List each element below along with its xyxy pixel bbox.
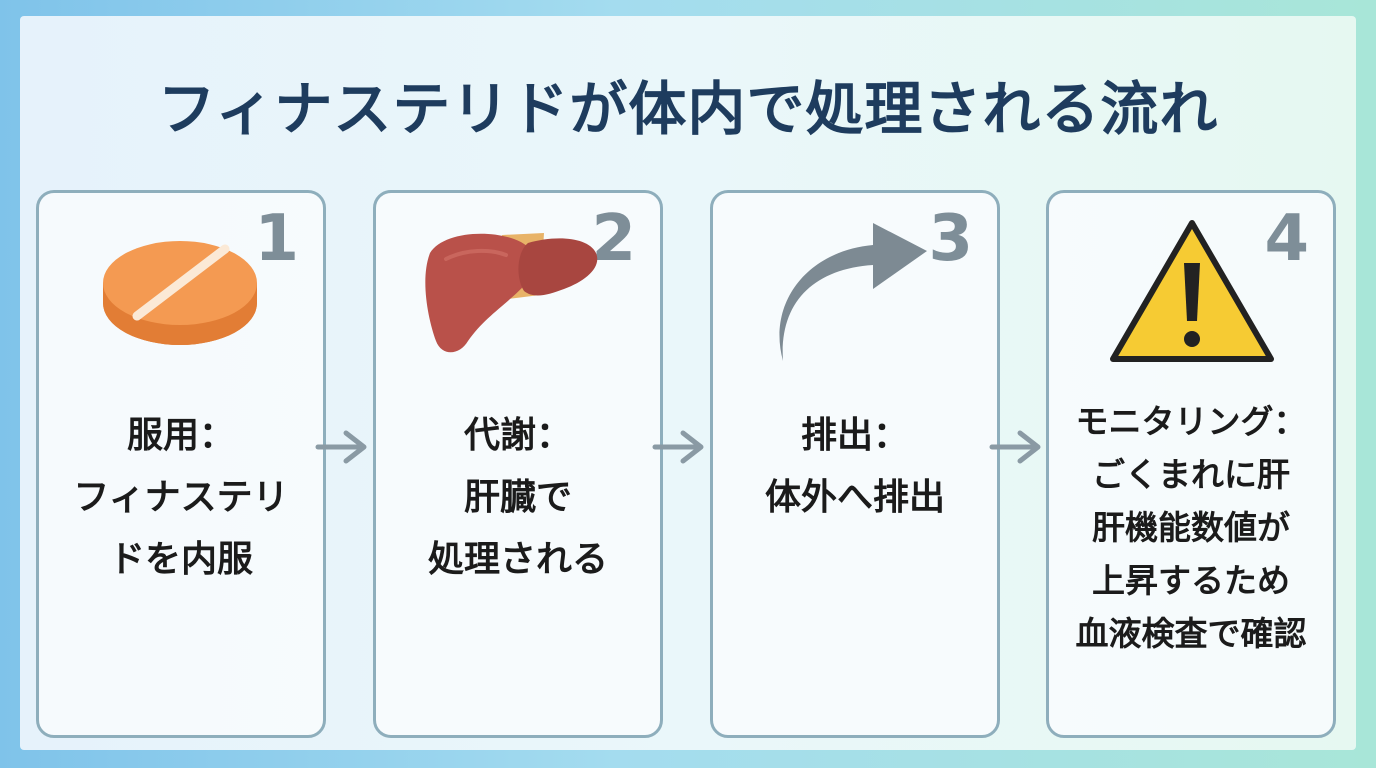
step-number: 4 [1264,202,1309,276]
step-line: 処理される [427,539,608,580]
pill-icon [103,241,257,345]
warning-icon [1110,220,1274,362]
curved-arrow-icon [779,223,927,361]
flow-arrow-icon [989,430,1041,464]
step-line: ごくまれに肝 [1092,455,1290,494]
step-line: 肝機能数値が [1092,508,1290,547]
step-line: 体外へ排出 [764,477,945,518]
step-line: 血液検査で確認 [1075,614,1307,653]
step-text: モニタリング： ごくまれに肝 肝機能数値が 上昇するため 血液検査で確認 [1049,395,1333,660]
step-text: 服用： フィナステリ ドを内服 [39,405,323,591]
step-text: 代謝： 肝臓で 処理される [376,405,660,591]
page-title: フィナステリドが体内で処理される流れ [157,75,1219,143]
step-card-4: 4 モニタリング： ごくまれに肝 肝機能数値が 上昇するため 血液検査で確認 [1046,190,1336,738]
step-line: モニタリング： [1075,402,1307,441]
step-text: 排出： 体外へ排出 [713,405,997,529]
step-number: 3 [928,202,973,276]
step-number: 1 [254,202,299,276]
step-line: 排出： [800,415,909,456]
flow-arrow-icon [652,430,704,464]
step-line: 上昇するため [1092,561,1290,600]
step-card-1: 1 服用： フィナステリ ドを内服 [36,190,326,738]
step-line: フィナステリ [73,477,289,518]
step-card-3: 3 排出： 体外へ排出 [710,190,1000,738]
step-line: ドを内服 [108,539,253,580]
step-number: 2 [591,202,636,276]
step-line: 服用： [126,415,235,456]
liver-icon [425,233,598,353]
step-card-2: 2 代謝： 肝臓で 処理される [373,190,663,738]
flow-arrow-icon [315,430,367,464]
step-line: 代謝： [463,415,572,456]
step-line: 肝臓で [463,477,572,518]
